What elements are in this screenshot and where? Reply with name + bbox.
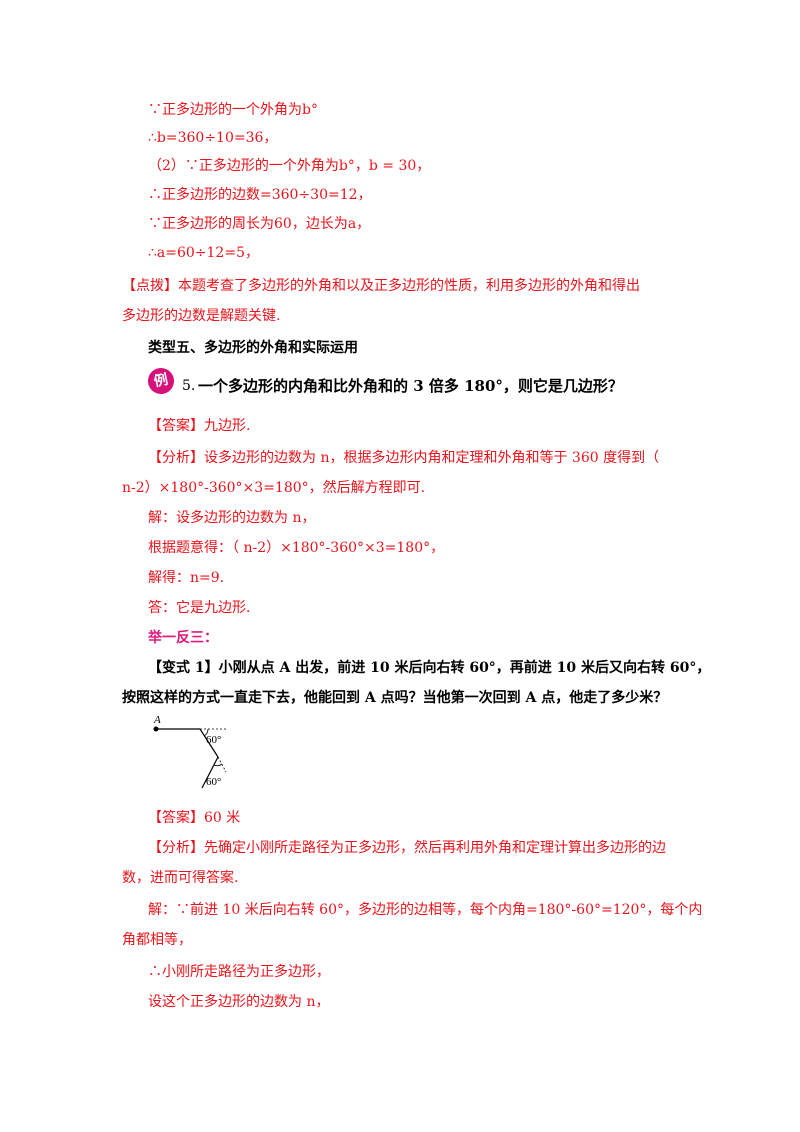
analysis-line: 【分析】先确定小刚所走路径为正多边形，然后再利用外角和定理计算出多边形的边 (148, 840, 666, 856)
solution-line: ∴小刚所走路径为正多边形， (148, 964, 330, 980)
text-line: ∴b=360÷10=36， (148, 130, 278, 146)
extension-line-2 (217, 756, 227, 773)
angle-arc-2 (213, 763, 223, 766)
angle-label-2: 60° (206, 776, 221, 788)
solution-line: 设这个正多边形的边数为 n， (148, 994, 330, 1010)
path-segment-2 (199, 728, 219, 758)
example-badge: 例 (145, 365, 177, 397)
analysis-line-cont: 数，进而可得答案. (122, 870, 239, 886)
text-line: ∵正多边形的一个外角为b° (148, 102, 318, 118)
solution-line: 解：∵前进 10 米后向右转 60°，多边形的边相等，每个内角=180°-60°… (148, 902, 703, 918)
analysis-line: 【分析】设多边形的边数为 n，根据多边形内角和定理和外角和等于 360 度得到（ (148, 450, 660, 466)
angle-arc-1 (203, 728, 209, 737)
text-line: ∵正多边形的周长为60，边长为a， (148, 216, 371, 232)
text-line: （2）∵正多边形的一个外角为b°，b = 30， (148, 158, 431, 174)
angle-label-1: 60° (206, 734, 221, 746)
analysis-line-cont: n-2）×180°-360°×3=180°，然后解方程即可. (122, 480, 426, 496)
tip-paragraph-cont: 多边形的边数是解题关键. (122, 308, 281, 324)
solution-line: 解：设多边形的边数为 n， (148, 510, 316, 526)
practice-heading: 举一反三： (148, 630, 218, 646)
path-segment-3 (201, 756, 219, 789)
section-heading: 类型五、多边形的外角和实际运用 (148, 340, 358, 356)
text-line: ∴a=60÷12=5， (148, 245, 259, 261)
question-number: 5. (182, 378, 196, 394)
variant-question-cont: 按照这样的方式一直走下去，他能回到 A 点吗？当他第一次回到 A 点，他走了多少… (122, 690, 668, 706)
text-line: ∴正多边形的边数=360÷30=12， (148, 187, 372, 203)
solution-line: 解得：n=9. (148, 570, 225, 586)
solution-line: 答：它是九边形. (148, 600, 251, 616)
solution-line: 根据题意得：（ n-2）×180°-360°×3=180°， (148, 540, 445, 556)
variant-question: 【变式 1】小刚从点 A 出发，前进 10 米后向右转 60°，再前进 10 米… (148, 660, 711, 676)
answer-line: 【答案】九边形. (148, 418, 251, 434)
answer-line: 【答案】60 米 (148, 810, 241, 826)
tip-paragraph: 【点拨】本题考查了多边形的外角和以及正多边形的性质，利用多边形的外角和得出 (122, 278, 640, 294)
solution-line-cont: 角都相等， (122, 932, 192, 948)
path-diagram: A 60° 60° (153, 714, 227, 789)
question-text: 一个多边形的内角和比外角和的 3 倍多 180°，则它是几边形？ (198, 377, 623, 395)
point-a-label: A (153, 714, 161, 726)
